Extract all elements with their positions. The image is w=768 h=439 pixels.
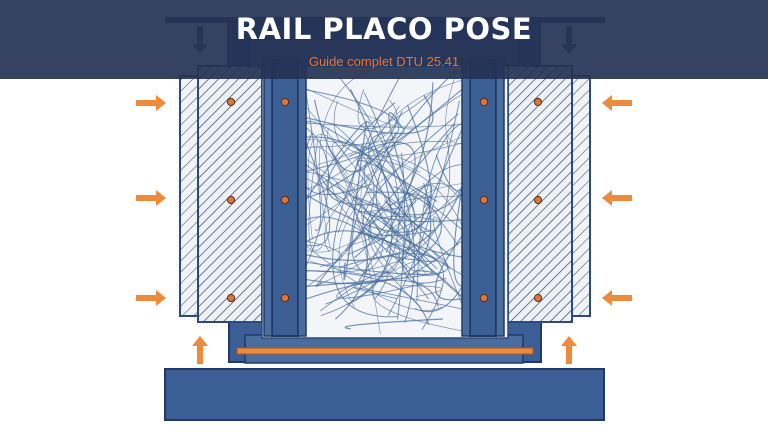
screw-icon bbox=[226, 293, 236, 303]
screw-icon bbox=[226, 195, 236, 205]
fiber-strand bbox=[338, 253, 445, 330]
fiber-strand bbox=[375, 70, 467, 259]
fiber-strand bbox=[267, 269, 433, 290]
stud-flange bbox=[263, 59, 273, 337]
fiber-strand bbox=[360, 79, 465, 282]
screw-icon bbox=[479, 97, 489, 107]
screw-icon bbox=[280, 97, 290, 107]
fiber-strand bbox=[326, 102, 396, 206]
fiber-strand bbox=[313, 99, 403, 173]
fiber-strand bbox=[282, 88, 400, 178]
screw-icon bbox=[226, 97, 236, 107]
arrow-icon bbox=[602, 290, 632, 306]
fiber-strand bbox=[397, 152, 406, 320]
screw-icon bbox=[280, 293, 290, 303]
fiber-strand bbox=[317, 99, 398, 166]
fiber-strand bbox=[332, 76, 401, 318]
fiber-strand bbox=[305, 95, 434, 135]
arrow-icon bbox=[561, 336, 577, 364]
screw-icon bbox=[280, 195, 290, 205]
fiber-strand bbox=[371, 261, 490, 336]
fiber-strand bbox=[351, 131, 397, 278]
fiber-strand bbox=[348, 141, 416, 282]
fiber-strand bbox=[357, 89, 434, 130]
fiber-strand bbox=[388, 112, 418, 221]
fiber-strand bbox=[315, 123, 455, 287]
title-banner: RAIL PLACO POSE Guide complet DTU 25.41 bbox=[0, 0, 768, 79]
screw-icon bbox=[533, 293, 543, 303]
stud-flange bbox=[461, 59, 471, 337]
arrow-icon bbox=[602, 190, 632, 206]
fiber-strand bbox=[308, 140, 323, 252]
page-title: RAIL PLACO POSE bbox=[235, 12, 533, 46]
fiber-strand bbox=[333, 100, 468, 157]
screw-icon bbox=[479, 195, 489, 205]
screws bbox=[226, 97, 543, 303]
arrow-icon bbox=[136, 95, 166, 111]
arrow-icon bbox=[602, 95, 632, 111]
fiber-strand bbox=[325, 147, 416, 305]
fiber-strand bbox=[305, 134, 451, 273]
arrow-icon bbox=[192, 336, 208, 364]
right-board-inner bbox=[507, 65, 573, 323]
arrow-icon bbox=[136, 190, 166, 206]
fiber-strand bbox=[307, 134, 350, 240]
screw-icon bbox=[533, 195, 543, 205]
fiber-strand bbox=[361, 215, 420, 260]
fiber-strand bbox=[337, 90, 468, 233]
stud-flanges bbox=[263, 59, 505, 337]
fiber-strand bbox=[349, 143, 363, 191]
fiber-strand bbox=[337, 75, 415, 324]
fiber-strand bbox=[285, 144, 383, 275]
fiber-strand bbox=[432, 216, 472, 327]
left-board-outer bbox=[179, 75, 199, 317]
fiber-strand bbox=[343, 121, 367, 281]
acoustic-strip bbox=[236, 347, 534, 355]
screw-icon bbox=[479, 293, 489, 303]
fiber-strand bbox=[367, 215, 437, 309]
arrow-icon bbox=[136, 290, 166, 306]
right-board-outer bbox=[571, 75, 591, 317]
fiber-strand bbox=[352, 196, 451, 269]
fiber-strand bbox=[347, 191, 430, 256]
fiber-strand bbox=[352, 287, 486, 315]
fiber-strand bbox=[335, 182, 368, 320]
screw-icon bbox=[533, 97, 543, 107]
stud-flange bbox=[495, 59, 505, 337]
floor-slab bbox=[164, 368, 605, 421]
stud-flange bbox=[297, 59, 307, 337]
fiber-strand bbox=[270, 121, 405, 149]
fiber-strand bbox=[344, 318, 443, 330]
page-subtitle: Guide complet DTU 25.41 bbox=[308, 54, 460, 69]
fiber-strand bbox=[292, 234, 443, 311]
